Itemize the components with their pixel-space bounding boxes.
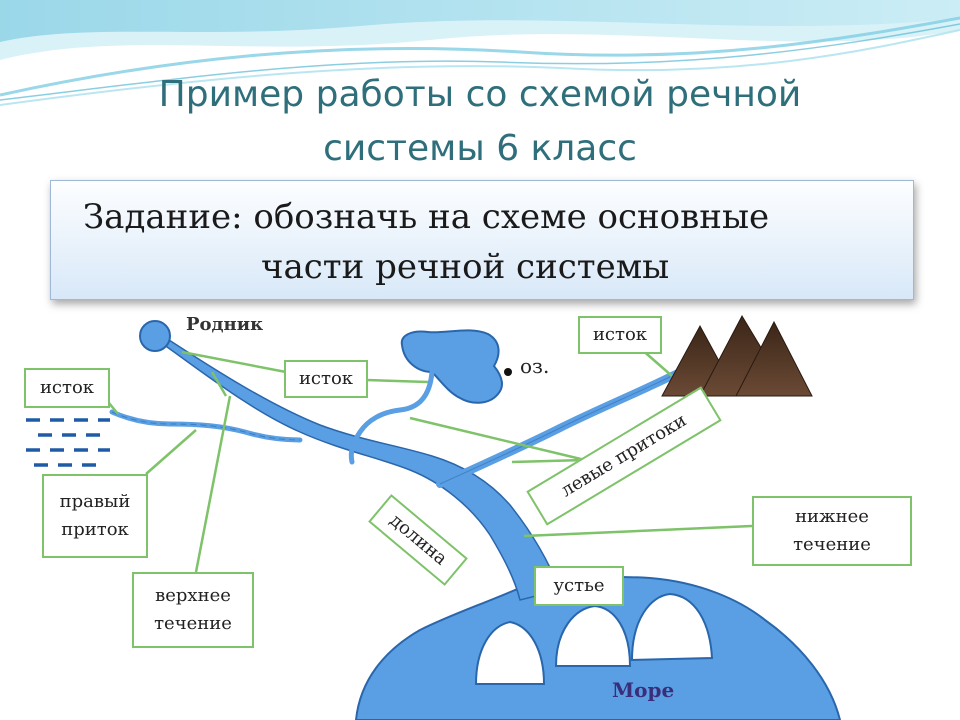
label-istok-middle: исток bbox=[284, 360, 368, 398]
lake bbox=[400, 329, 503, 404]
lake-point bbox=[504, 368, 512, 376]
label-istok-left: исток bbox=[24, 368, 110, 408]
title-line-2: системы 6 класс bbox=[323, 128, 637, 169]
spring-label: Родник bbox=[186, 314, 264, 335]
label-upper-course: верхнее течение bbox=[132, 572, 254, 648]
label-upper-course-line2: течение bbox=[154, 613, 232, 634]
label-mouth-text: устье bbox=[553, 575, 605, 596]
task-box: Задание: обозначь на схеме основные част… bbox=[50, 180, 914, 300]
sea-islands bbox=[474, 592, 714, 685]
connector-lines bbox=[99, 347, 753, 573]
lake-label: оз. bbox=[520, 354, 550, 378]
label-lower-course-line2: течение bbox=[793, 534, 871, 555]
label-right-tributary-line1: правый bbox=[59, 491, 131, 512]
task-line-1: Задание: обозначь на схеме основные bbox=[83, 197, 770, 237]
mountains bbox=[661, 314, 813, 397]
spring-circle bbox=[139, 320, 171, 352]
label-right-tributary-line2: приток bbox=[61, 519, 129, 540]
label-upper-course-line1: верхнее bbox=[155, 585, 231, 606]
swamp-symbol bbox=[26, 418, 110, 467]
label-mouth: устье bbox=[534, 566, 624, 606]
page-title: Пример работы со схемой речной системы 6… bbox=[0, 68, 960, 176]
label-lower-course-line1: нижнее bbox=[795, 506, 869, 527]
label-right-tributary: правый приток bbox=[42, 474, 148, 558]
label-istok-right: исток bbox=[578, 316, 662, 354]
label-istok-middle-text: исток bbox=[298, 368, 354, 389]
label-lower-course: нижнее течение bbox=[752, 496, 912, 566]
sea-label: Море bbox=[612, 678, 675, 702]
label-istok-right-text: исток bbox=[592, 324, 648, 345]
lake-outflow-stream bbox=[348, 369, 435, 465]
label-istok-left-text: исток bbox=[39, 377, 95, 398]
title-line-1: Пример работы со схемой речной bbox=[158, 74, 802, 115]
task-line-2: части речной системы bbox=[261, 247, 670, 287]
header-waves bbox=[0, 0, 960, 106]
